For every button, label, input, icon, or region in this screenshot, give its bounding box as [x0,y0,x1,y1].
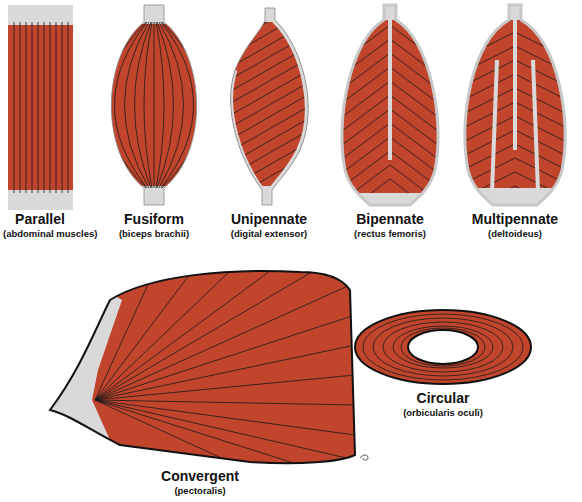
convergent-muscle [40,271,368,465]
muscle-type-label: Circular [417,391,470,406]
multipennate-muscle [455,0,575,216]
fusiform-muscle [90,5,220,205]
example-muscle-label: (biceps brachii) [119,229,189,239]
muscle-type-label: Multipennate [472,212,558,227]
example-muscle-label: (digital extensor) [231,229,308,239]
circular-muscle [355,310,531,384]
example-muscle-label: (orbicularis oculi) [403,408,483,418]
example-muscle-label: (pectoralis) [174,486,225,496]
bipennate-muscle [330,0,450,224]
muscle-type-label: Bipennate [356,212,424,227]
example-muscle-label: (deltoideus) [488,229,542,239]
parallel-muscle [8,5,73,210]
muscle-type-label: Parallel [15,212,65,227]
example-muscle-label: (rectus femoris) [354,229,426,239]
muscle-type-label: Unipennate [231,212,307,227]
example-muscle-label: (abdominal muscles) [3,229,98,239]
muscle-type-label: Fusiform [124,212,184,227]
muscle-type-label: Convergent [161,469,239,484]
unipennate-muscle [215,0,320,244]
